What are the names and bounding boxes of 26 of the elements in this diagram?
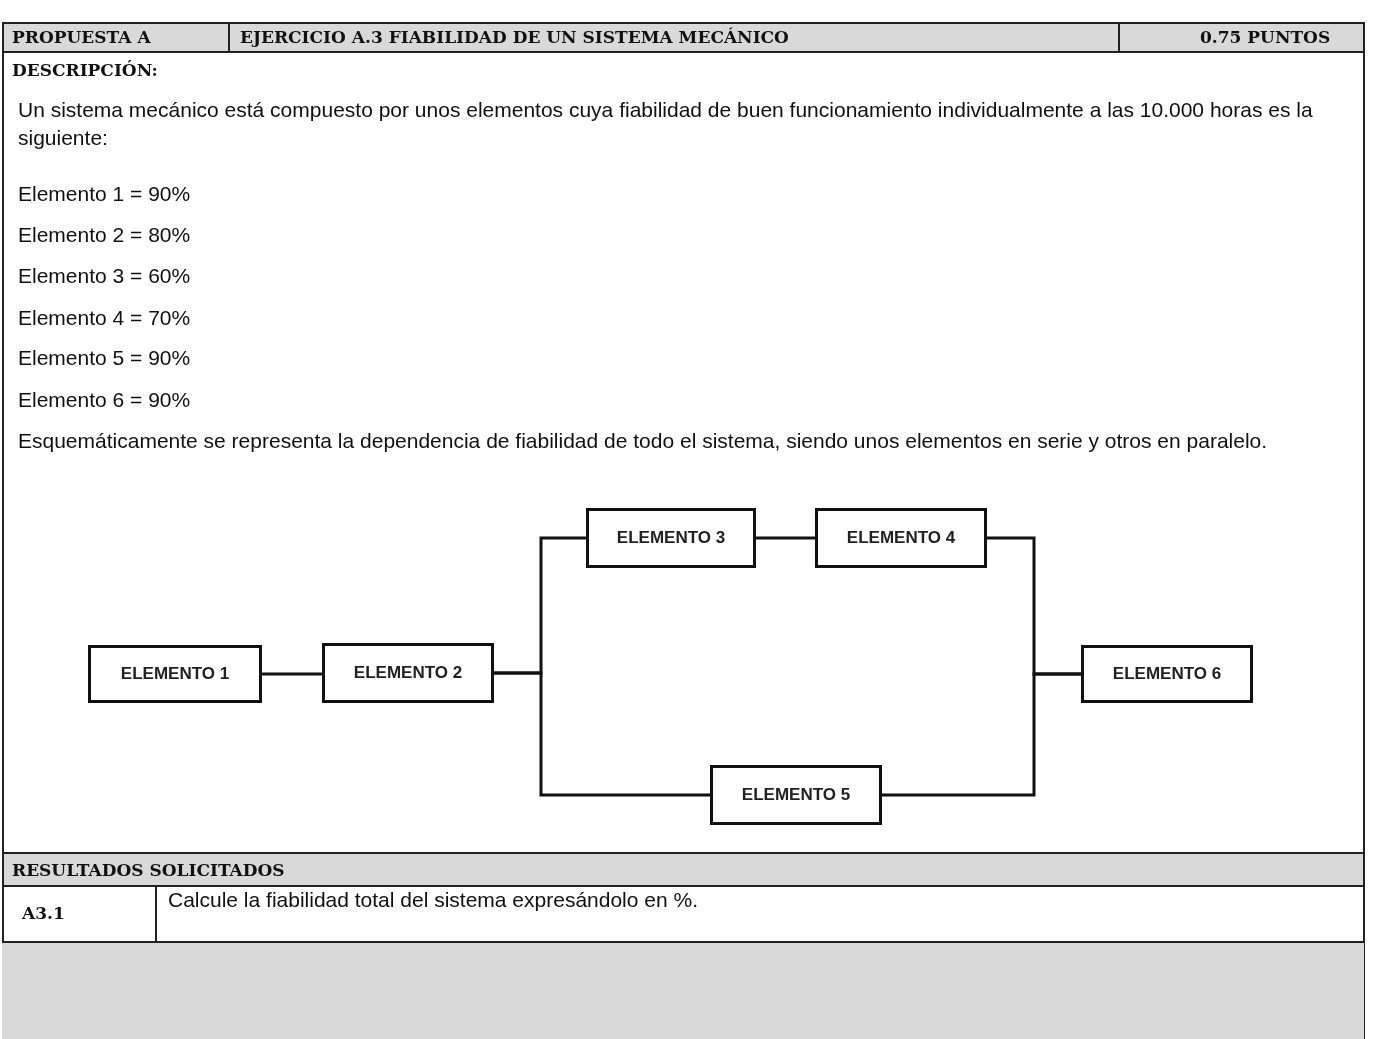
points-label: 0.75 PUNTOS xyxy=(1200,27,1331,47)
connector-line xyxy=(262,672,322,676)
connector-line xyxy=(882,672,1081,797)
element-reliability: Elemento 3 = 60% xyxy=(18,263,191,289)
element-block: ELEMENTO 5 xyxy=(710,765,882,825)
section-heading: RESULTADOS SOLICITADOS xyxy=(12,860,285,880)
exercise-title: EJERCICIO A.3 FIABILIDAD DE UN SISTEMA MECÁNICO xyxy=(240,27,789,47)
element-block: ELEMENTO 6 xyxy=(1081,645,1253,703)
element-reliability: Elemento 5 = 90% xyxy=(18,345,191,371)
question-number: A3.1 xyxy=(22,903,65,923)
element-reliability: Elemento 2 = 80% xyxy=(18,222,191,248)
element-block: ELEMENTO 2 xyxy=(322,643,494,703)
section-heading: PROPUESTA A xyxy=(12,27,151,47)
element-block: ELEMENTO 3 xyxy=(586,508,756,568)
description-text: Un sistema mecánico está compuesto por unos elementos cuya fiabilidad de buen funcionamiento individualmente a las 10.000 horas es la siguiente: xyxy=(18,97,1314,151)
answer-area xyxy=(2,943,1364,1039)
element-reliability: Elemento 6 = 90% xyxy=(18,387,191,413)
connector-line xyxy=(494,671,710,797)
description-text: Esquemáticamente se representa la dependencia de fiabilidad de todo el sistema, siendo unos elementos en serie y otros en paralelo. xyxy=(18,428,1269,454)
element-reliability: Elemento 4 = 70% xyxy=(18,305,191,331)
connector-line xyxy=(756,536,815,540)
element-block: ELEMENTO 4 xyxy=(815,508,987,568)
element-block: ELEMENTO 1 xyxy=(88,645,262,703)
element-reliability: Elemento 1 = 90% xyxy=(18,181,191,207)
section-heading: DESCRIPCIÓN: xyxy=(12,60,158,80)
question-text: Calcule la fiabilidad total del sistema expresándolo en %. xyxy=(168,887,698,913)
